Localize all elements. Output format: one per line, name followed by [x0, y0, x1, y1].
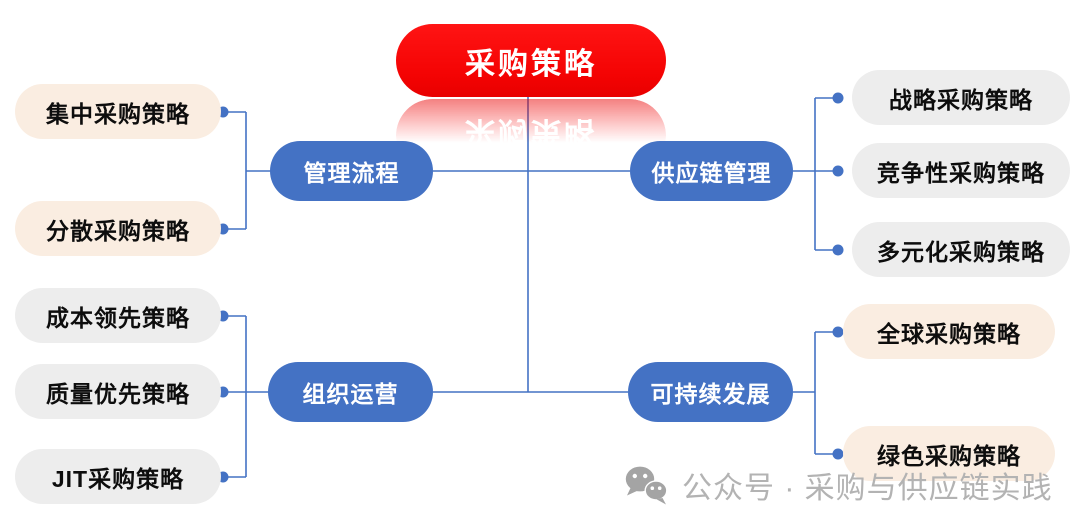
root-node-reflection: 采购策略 [396, 99, 666, 172]
root-node: 采购策略 [396, 24, 666, 97]
child-jit-procurement: JIT采购策略 [15, 449, 221, 504]
connector-top-right [793, 97, 834, 251]
watermark: 公众号 · 采购与供应链实践 [624, 462, 1053, 508]
connector-bottom-right [793, 331, 834, 455]
child-cost-leadership: 成本领先策略 [15, 288, 221, 343]
branch-management-process: 管理流程 [270, 141, 433, 201]
branch-organization-operation: 组织运营 [268, 362, 433, 422]
child-competitive-procurement: 竞争性采购策略 [852, 143, 1070, 198]
connector-dot [832, 326, 844, 338]
watermark-text: 公众号 · 采购与供应链实践 [682, 472, 1053, 505]
branch-supply-chain-management: 供应链管理 [630, 141, 793, 201]
child-green-procurement: 绿色采购策略 [843, 426, 1055, 481]
branch-sustainable-development: 可持续发展 [628, 362, 793, 422]
child-global-procurement: 全球采购策略 [843, 304, 1055, 359]
connector-dot [832, 448, 844, 460]
connector-dot [832, 165, 844, 177]
connector-dot [832, 92, 844, 104]
child-strategic-procurement: 战略采购策略 [852, 70, 1070, 125]
connector-dot [832, 244, 844, 256]
child-decentralized-procurement: 分散采购策略 [15, 201, 221, 256]
child-quality-first: 质量优先策略 [15, 364, 221, 419]
wechat-icon [625, 466, 668, 504]
connector-top-left [228, 111, 271, 230]
connector-bottom-left [228, 315, 269, 478]
child-centralized-procurement: 集中采购策略 [15, 84, 221, 139]
child-diversified-procurement: 多元化采购策略 [852, 222, 1070, 277]
